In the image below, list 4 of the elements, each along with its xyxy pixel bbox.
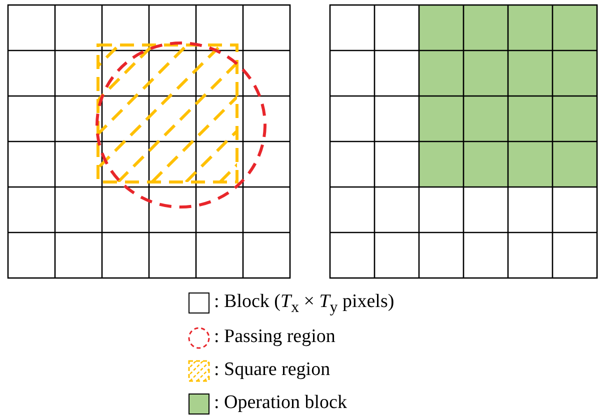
legend-label: : Square region (214, 359, 330, 381)
legend-label: : Operation block (214, 392, 347, 414)
legend-label: : Passing region (214, 326, 336, 348)
legend-label: : Block (T$_{x}$ × T$_{y}$ pixels) (214, 291, 394, 318)
